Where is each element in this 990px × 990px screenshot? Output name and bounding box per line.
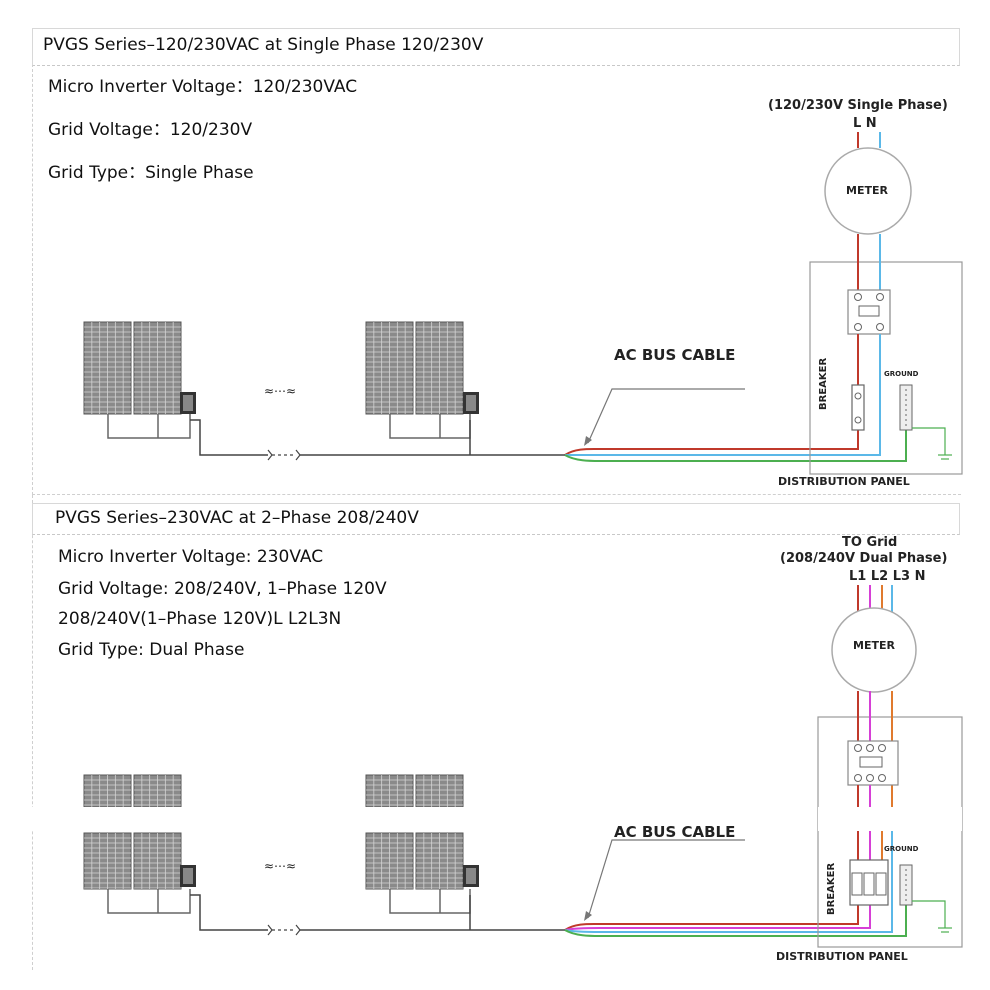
solar-panel-icon (415, 321, 464, 415)
meter-label: METER (853, 639, 895, 652)
solar-panel-icon (133, 321, 182, 415)
solar-panel-icon (365, 321, 414, 415)
section-title-bar: PVGS Series–120/230VAC at Single Phase 1… (32, 28, 960, 66)
breaker-label: BREAKER (818, 357, 829, 410)
solar-panel-icon (133, 832, 182, 890)
solar-panel-icon (133, 774, 182, 808)
distribution-panel-label: DISTRIBUTION PANEL (776, 950, 908, 963)
breaker-icon (849, 859, 889, 906)
breaker-icon (851, 384, 865, 431)
solar-panel-icon (83, 832, 132, 890)
grid-label: (208/240V Dual Phase) (780, 551, 948, 566)
solar-panel-icon (415, 774, 464, 808)
section-frame (32, 64, 961, 495)
to-grid-label: TO Grid (842, 535, 898, 550)
ground-label: GROUND (884, 845, 919, 853)
micro-inverter-icon (463, 865, 479, 887)
micro-inverter-icon (463, 392, 479, 414)
ground-bar-icon (899, 384, 913, 431)
info-grid-type: Grid Type: Dual Phase (58, 640, 245, 660)
solar-panel-icon (415, 832, 464, 890)
info-phase-lines: 208/240V(1–Phase 120V)L L2L3N (58, 609, 342, 629)
breaker-label: BREAKER (826, 862, 837, 915)
section-title: PVGS Series–230VAC at 2–Phase 208/240V (55, 508, 419, 528)
line-labels: L1 L2 L3 N (849, 569, 926, 584)
single-phase-wiring-diagram (83, 132, 963, 475)
ac-bus-cable-label: AC BUS CABLE (614, 823, 736, 841)
micro-inverter-icon (180, 392, 196, 414)
section-title: PVGS Series–120/230VAC at Single Phase 1… (43, 35, 484, 55)
meter-label: METER (846, 184, 888, 197)
single-phase-diagram: PVGS Series–120/230VAC at Single Phase 1… (32, 28, 963, 495)
info-grid-type: Grid Type：Single Phase (48, 163, 254, 183)
ellipsis-label: ≈⋯≈ (264, 384, 297, 398)
solar-panel-icon (365, 774, 414, 808)
solar-panel-icon (365, 832, 414, 890)
ground-bar-icon (899, 864, 913, 906)
dual-phase-wiring-diagram (0, 585, 990, 948)
ac-bus-cable-label: AC BUS CABLE (614, 346, 736, 364)
ellipsis-label: ≈⋯≈ (264, 859, 297, 873)
micro-inverter-icon (180, 865, 196, 887)
line-labels: L N (853, 116, 877, 131)
section-title-bar: PVGS Series–230VAC at 2–Phase 208/240V (32, 503, 960, 535)
section-frame (32, 495, 961, 970)
distribution-panel-label: DISTRIBUTION PANEL (778, 475, 910, 488)
dual-phase-diagram: PVGS Series–230VAC at 2–Phase 208/240V M… (0, 495, 990, 990)
info-inverter-voltage: Micro Inverter Voltage: 230VAC (58, 547, 324, 567)
meter-icon (824, 147, 912, 235)
info-grid-voltage: Grid Voltage: 208/240V, 1–Phase 120V (58, 579, 387, 599)
ground-label: GROUND (884, 370, 919, 378)
info-grid-voltage: Grid Voltage：120/230V (48, 120, 253, 140)
meter-icon (831, 607, 917, 693)
solar-panel-icon (83, 774, 132, 808)
grid-label: (120/230V Single Phase) (768, 98, 948, 113)
info-inverter-voltage: Micro Inverter Voltage：120/230VAC (48, 77, 358, 97)
solar-panel-icon (83, 321, 132, 415)
